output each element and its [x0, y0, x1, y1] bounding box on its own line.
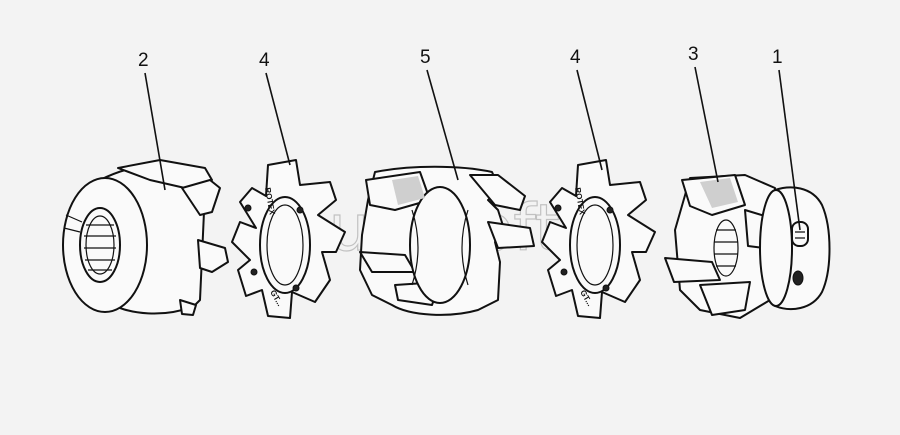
callout-3: 3 — [688, 44, 719, 183]
callout-5: 5 — [420, 47, 459, 181]
svg-text:5: 5 — [420, 47, 431, 68]
svg-text:4: 4 — [259, 50, 270, 71]
svg-text:2: 2 — [138, 50, 149, 71]
part-2-hub — [62, 159, 229, 316]
callout-1: 1 — [772, 47, 801, 231]
part-4-spider-right: ROTEX GT... — [541, 159, 656, 319]
callout-4-right: 4 — [570, 47, 603, 171]
callout-4-left: 4 — [259, 50, 291, 166]
part-4-spider-left: ROTEX GT... — [231, 159, 346, 319]
svg-text:3: 3 — [688, 44, 699, 65]
svg-text:1: 1 — [772, 47, 783, 68]
callout-2: 2 — [138, 50, 166, 191]
part-1-clamp-collar — [759, 186, 831, 310]
svg-text:4: 4 — [570, 47, 581, 68]
part-5-spacer — [359, 165, 535, 316]
